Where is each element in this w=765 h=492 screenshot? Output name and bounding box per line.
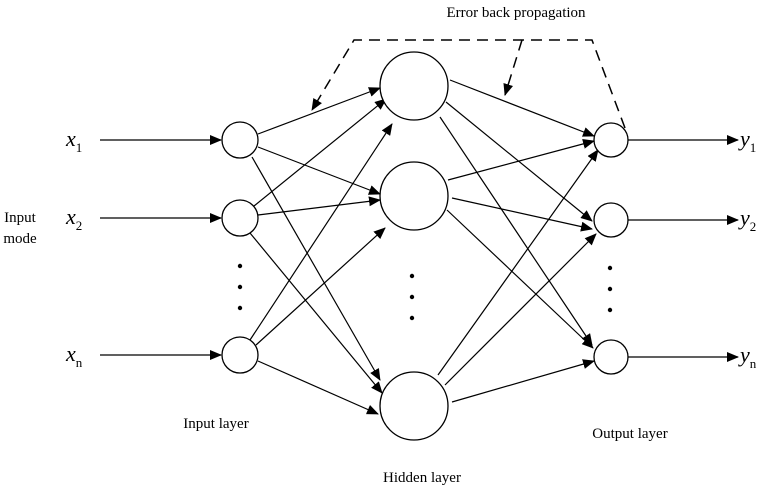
input-node-1 — [221, 121, 259, 159]
output-node-1 — [593, 122, 629, 158]
input-label-x1: x1 — [65, 126, 82, 155]
output-label-y2: y2 — [738, 205, 756, 234]
hidden-output-edges — [437, 79, 599, 403]
output-label-yn: yn — [738, 342, 757, 371]
input-mode-label-line2: mode — [3, 231, 37, 247]
input-ellipsis-dots — [237, 263, 243, 311]
error-back-propagation-path — [311, 39, 626, 129]
hidden-ellipsis-dots — [409, 273, 415, 321]
error-back-propagation-branch — [503, 39, 523, 96]
hidden-node-1 — [379, 51, 449, 121]
output-layer-label: Output layer — [592, 426, 667, 442]
input-label-xn: xn — [65, 341, 83, 370]
output-node-n — [593, 339, 629, 375]
input-layer-label: Input layer — [183, 416, 248, 432]
input-hidden-edges — [249, 87, 393, 415]
input-label-x2: x2 — [65, 204, 82, 233]
output-label-y1: y1 — [738, 126, 756, 155]
error-back-propagation-label: Error back propagation — [446, 5, 586, 21]
hidden-node-2 — [379, 161, 449, 231]
output-ellipsis-dots — [607, 265, 613, 313]
input-mode-label-line1: Input — [4, 210, 36, 226]
input-node-2 — [221, 199, 259, 237]
output-node-2 — [593, 202, 629, 238]
input-node-n — [221, 336, 259, 374]
hidden-node-n — [379, 371, 449, 441]
hidden-layer-label: Hidden layer — [383, 470, 461, 486]
